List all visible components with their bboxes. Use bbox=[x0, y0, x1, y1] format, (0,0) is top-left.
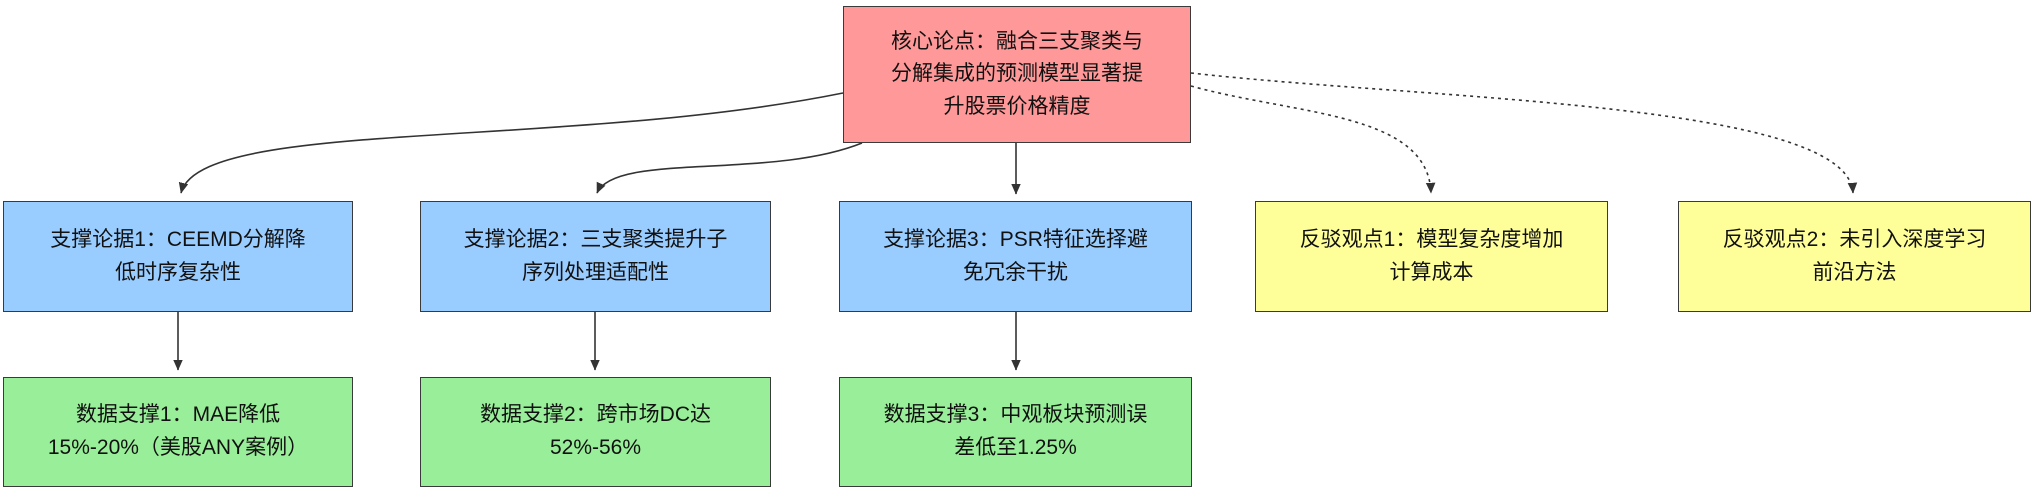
data-node-2: 数据支撑2：跨市场DC达52%-56% bbox=[420, 377, 771, 487]
support-node-2: 支撑论据2：三支聚类提升子序列处理适配性 bbox=[420, 201, 771, 312]
core-claim-label: 核心论点：融合三支聚类与分解集成的预测模型显著提升股票价格精度 bbox=[891, 29, 1143, 118]
support-node-2-label: 支撑论据2：三支聚类提升子序列处理适配性 bbox=[463, 227, 728, 284]
edge-core-rebuttal2 bbox=[1190, 72, 1858, 194]
edge-core-rebuttal1 bbox=[1190, 85, 1436, 194]
support-node-1: 支撑论据1：CEEMD分解降低时序复杂性 bbox=[3, 201, 353, 312]
edge-core-support2 bbox=[596, 142, 863, 194]
support-node-1-label: 支撑论据1：CEEMD分解降低时序复杂性 bbox=[50, 227, 306, 284]
data-node-1: 数据支撑1：MAE降低15%-20%（美股ANY案例） bbox=[3, 377, 353, 487]
rebuttal-node-1: 反驳观点1：模型复杂度增加计算成本 bbox=[1255, 201, 1608, 312]
rebuttal-node-1-label: 反驳观点1：模型复杂度增加计算成本 bbox=[1299, 227, 1564, 284]
edge-core-support1 bbox=[178, 92, 844, 194]
rebuttal-node-2: 反驳观点2：未引入深度学习前沿方法 bbox=[1678, 201, 2031, 312]
data-node-1-label: 数据支撑1：MAE降低15%-20%（美股ANY案例） bbox=[47, 403, 309, 459]
data-node-2-label: 数据支撑2：跨市场DC达52%-56% bbox=[479, 403, 711, 459]
rebuttal-node-2-label: 反驳观点2：未引入深度学习前沿方法 bbox=[1722, 227, 1987, 284]
data-node-3: 数据支撑3：中观板块预测误差低至1.25% bbox=[839, 377, 1192, 487]
core-claim-node: 核心论点：融合三支聚类与分解集成的预测模型显著提升股票价格精度 bbox=[843, 6, 1191, 143]
data-node-3-label: 数据支撑3：中观板块预测误差低至1.25% bbox=[883, 403, 1148, 459]
support-node-3-label: 支撑论据3：PSR特征选择避免冗余干扰 bbox=[883, 227, 1148, 284]
support-node-3: 支撑论据3：PSR特征选择避免冗余干扰 bbox=[839, 201, 1192, 312]
